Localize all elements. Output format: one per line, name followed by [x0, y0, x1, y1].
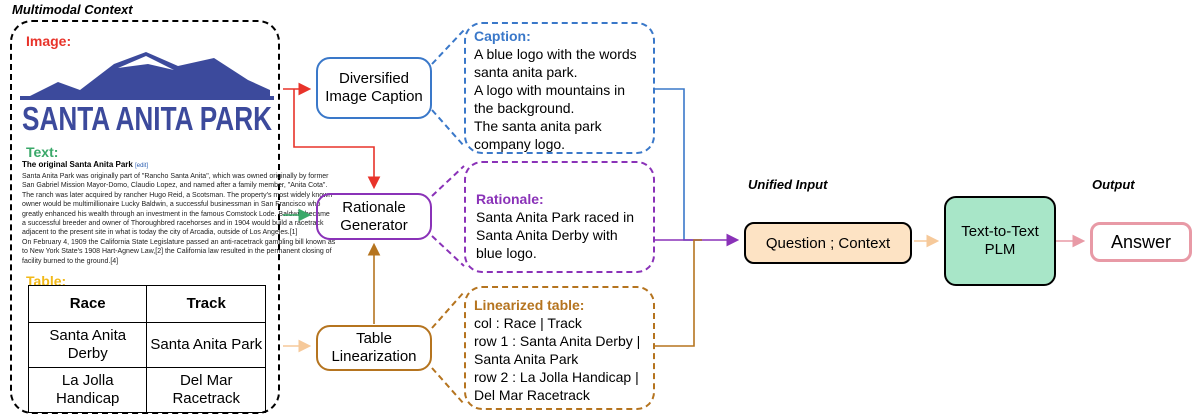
multimodal-context-title: Multimodal Context	[12, 2, 133, 17]
article-line: owner would be multimillionaire Lucky Ba…	[22, 201, 321, 209]
table-header-track: Track	[146, 285, 266, 323]
unified-input-box: Question ; Context	[744, 222, 912, 264]
race-track-table: Race Track Santa Anita Derby Santa Anita…	[27, 285, 266, 413]
caption-line: A blue logo with the words	[474, 46, 637, 62]
linearized-line: col : Race | Track	[474, 315, 582, 331]
caption-output-title: Caption:	[474, 28, 531, 44]
caption-line: santa anita park.	[474, 64, 578, 80]
article-line: On February 4, 1909 the California State…	[22, 238, 336, 246]
linearized-output-box	[464, 286, 655, 410]
linearized-line: Santa Anita Park	[474, 351, 579, 367]
caption-module-box: Diversified Image Caption	[316, 57, 432, 119]
text-label: Text:	[26, 144, 59, 160]
table-module-box: Table Linearization	[316, 325, 432, 371]
article-line: The ranch was later acquired by rancher …	[22, 191, 333, 199]
rationale-line: Santa Anita Park raced in	[476, 209, 634, 225]
article-line: adjacent to the present site in what is …	[22, 229, 298, 237]
article-body: Santa Anita Park was originally part of …	[22, 172, 336, 266]
logo-mountains-shape	[26, 52, 270, 98]
answer-box: Answer	[1090, 222, 1192, 262]
caption-dash-top	[431, 29, 465, 65]
linearized-dash-bottom	[431, 367, 465, 405]
article-edit-link[interactable]: [edit]	[135, 163, 149, 169]
rationale-output-box	[464, 161, 655, 273]
caption-line: The santa anita park	[474, 118, 602, 134]
unified-input-label: Unified Input	[748, 177, 828, 192]
line-caption-to-input	[655, 88, 702, 241]
rationale-module-box: Rationale Generator	[316, 193, 432, 240]
rationale-line: Santa Anita Derby with	[476, 227, 618, 243]
caption-line: A logo with mountains in	[474, 82, 625, 98]
unified-input-text: Question ; Context	[765, 234, 891, 252]
linearized-output-title: Linearized table:	[474, 297, 585, 313]
plm-box: Text-to-Text PLM	[944, 196, 1056, 286]
article-line: a successful breeder and owner of Thorou…	[22, 220, 324, 228]
caption-line: company logo.	[474, 136, 566, 152]
rationale-line: blue logo.	[476, 245, 537, 261]
answer-text: Answer	[1110, 231, 1172, 252]
logo-mountains-base	[20, 96, 274, 100]
article-snippet: The original Santa Anita Park [edit] San…	[22, 160, 336, 266]
linearized-line: row 2 : La Jolla Handicap |	[474, 369, 639, 385]
caption-line: the background.	[474, 100, 575, 116]
article-line: Santa Anita Park was originally part of …	[22, 173, 329, 180]
table-cell: Del Mar Racetrack	[146, 367, 266, 413]
line-linearized-to-input	[655, 239, 702, 347]
logo-wordmark: SANTA ANITA PARK	[22, 100, 272, 134]
arrow-image-to-rationale	[293, 89, 381, 190]
caption-dash-bottom	[431, 109, 465, 147]
santa-anita-park-logo: SANTA ANITA PARK	[20, 52, 274, 134]
output-label: Output	[1092, 177, 1135, 192]
article-heading: The original Santa Anita Park [edit]	[22, 160, 274, 169]
linearized-line: Del Mar Racetrack	[474, 387, 590, 403]
article-heading-text: The original Santa Anita Park	[22, 160, 133, 169]
table-cell: La Jolla Handicap	[27, 367, 148, 413]
table-module-label: Table Linearization	[331, 330, 417, 365]
article-line: greatly enhanced his wealth through an i…	[22, 210, 330, 218]
rationale-output-title: Rationale:	[476, 191, 544, 207]
caption-module-label: Diversified Image Caption	[325, 70, 423, 105]
rationale-module-label: Rationale Generator	[340, 198, 408, 234]
image-label: Image:	[26, 33, 72, 49]
rationale-dash-bottom	[431, 235, 465, 267]
rationale-output-text: Rationale: Santa Anita Park raced in San…	[476, 190, 634, 262]
linearized-dash-top	[431, 291, 465, 329]
multimodal-context-frame	[10, 20, 280, 414]
article-line: to New York State's 1908 Hart-Agnew Law,…	[22, 248, 332, 256]
plm-text: Text-to-Text PLM	[961, 223, 1039, 258]
rationale-dash-top	[431, 165, 465, 197]
logo-snow-cap-shape	[118, 56, 174, 70]
linearized-line: row 1 : Santa Anita Derby |	[474, 333, 641, 349]
article-line: San Gabriel Mission Mayor-Domo, Claudio …	[22, 182, 328, 190]
article-line: facility burned to the ground.[4]	[22, 257, 119, 265]
caption-output-text: Caption: A blue logo with the words sant…	[474, 27, 637, 153]
table-row: La Jolla Handicap Del Mar Racetrack	[27, 367, 266, 413]
linearized-output-text: Linearized table: col : Race | Track row…	[474, 296, 640, 404]
caption-output-box	[464, 22, 655, 154]
table-header-row: Race Track	[27, 285, 266, 323]
